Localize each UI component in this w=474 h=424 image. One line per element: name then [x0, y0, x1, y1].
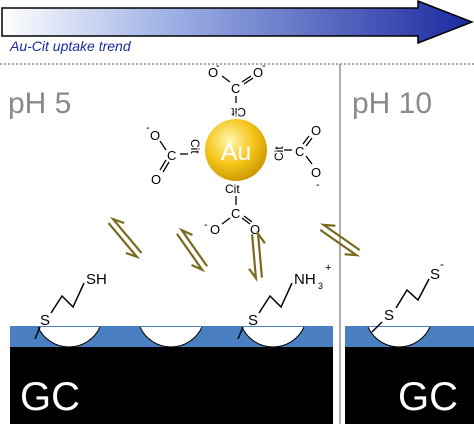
bond: [241, 217, 251, 225]
charge-label: -: [204, 219, 208, 231]
carbon-label: C: [231, 81, 240, 96]
harpoon-down: [256, 229, 266, 278]
exchange-arrow-2: [176, 227, 208, 273]
surface-pit: [368, 327, 430, 348]
harpoon-up: [107, 222, 141, 260]
pit-outline: [367, 326, 431, 348]
harpoon-up: [248, 234, 258, 283]
trend-label: Au-Cit uptake trend: [9, 38, 132, 54]
cit-label: Cit: [272, 146, 286, 161]
bond: [243, 215, 253, 223]
bond: [162, 161, 170, 173]
exchange-arrow-1: [107, 216, 143, 260]
oxygen-label: O: [250, 222, 260, 237]
sulfur-label: S: [40, 312, 50, 329]
au-core: [205, 119, 267, 181]
bond: [302, 135, 310, 145]
citrate-ligand-top: Cit C O - O -: [208, 60, 266, 119]
bond: [243, 77, 254, 85]
amine-terminal-label: NH: [294, 271, 316, 288]
substrate-right: GC: [345, 326, 474, 424]
harpoon-down: [109, 216, 143, 254]
amine-subscript: 3: [318, 281, 323, 291]
carbon-label: C: [295, 144, 304, 159]
thiolate-charge: -: [440, 257, 444, 271]
trend-arrow-shape: [1, 0, 474, 45]
ph-label-right: pH 10: [352, 87, 432, 120]
charge-label: -: [216, 60, 220, 72]
bond: [237, 326, 244, 340]
bond: [221, 217, 231, 225]
bond: [371, 321, 383, 333]
cit-label: Cit: [231, 105, 246, 119]
gc-label-left: GC: [20, 375, 80, 419]
oxygen-label: O: [151, 172, 161, 187]
alkyl-chain: [258, 282, 293, 314]
au-citrate-nanoparticle: Au Cit C O - O - Cit C O - O: [146, 60, 321, 237]
oxygen-label: O: [311, 165, 321, 180]
citrate-ligand-left: Cit C O - O: [146, 122, 202, 187]
bond: [159, 159, 167, 171]
bond: [305, 155, 313, 165]
ph-label-left: pH 5: [8, 87, 71, 120]
pit-outline: [37, 326, 101, 348]
pit-outline: [241, 326, 305, 348]
citrate-ligand-right: Cit C O O -: [272, 123, 321, 191]
substrate-left: GC: [10, 326, 333, 424]
charge-label: -: [262, 60, 266, 72]
exchange-arrow-4: [319, 223, 361, 257]
surface-pit: [242, 327, 304, 348]
harpoon-down: [178, 227, 208, 267]
carbon-label: C: [167, 148, 176, 163]
amine-charge: +: [325, 262, 331, 274]
bond: [221, 75, 231, 83]
thiolate-linker: S S -: [371, 257, 444, 333]
amine-linker: S NH 3 +: [237, 262, 331, 340]
harpoon-down: [319, 223, 361, 252]
surface-pit: [38, 327, 100, 348]
carbon-label: C: [231, 206, 240, 221]
oxygen-label: O: [311, 123, 321, 138]
bond: [34, 326, 41, 340]
cit-label: Cit: [188, 139, 202, 154]
charge-label: -: [146, 122, 150, 134]
exchange-arrow-3: [248, 229, 266, 283]
thiol-terminal-label: SH: [86, 271, 107, 288]
gc-electrode-left: [10, 347, 333, 424]
bond: [241, 75, 252, 83]
au-label: Au: [221, 138, 252, 166]
gc-label-right: GC: [398, 375, 458, 419]
sulfur-label: S: [384, 307, 394, 324]
gc-electrode-right: [345, 347, 474, 424]
bond: [159, 140, 167, 151]
oxygen-label: O: [253, 65, 263, 80]
oxygen-label: O: [208, 65, 218, 80]
sulfur-label: S: [248, 312, 258, 329]
cit-label: Cit: [225, 182, 240, 196]
charge-label: -: [316, 179, 320, 191]
harpoon-up: [319, 228, 361, 257]
oxygen-label: O: [210, 222, 220, 237]
harpoon-up: [176, 233, 206, 273]
thiol-linker: S SH: [34, 271, 107, 340]
exchange-arrows: [107, 216, 361, 283]
citrate-ligand-bottom: Cit C O - O: [204, 182, 260, 237]
oxygen-label: O: [150, 128, 160, 143]
surface-pit: [140, 327, 202, 348]
pit-outline: [139, 326, 203, 348]
bond: [305, 137, 313, 147]
alkyl-chain: [50, 282, 85, 314]
alkyl-chain: [395, 278, 430, 309]
thiolate-sulfur-label: S: [430, 266, 440, 283]
uptake-trend-arrow: Au-Cit uptake trend: [1, 0, 474, 54]
